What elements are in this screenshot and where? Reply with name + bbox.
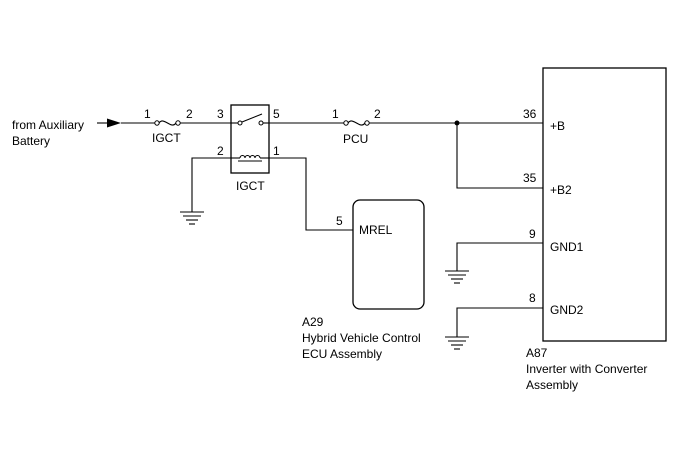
inverter-pin-9: 9	[529, 227, 536, 241]
ground-icon	[445, 270, 469, 284]
relay-coil-icon	[231, 154, 269, 162]
wire-relay-to-ecu	[269, 157, 353, 231]
fuse-pcu-label: PCU	[343, 132, 368, 146]
relay-igct-box	[230, 104, 270, 174]
relay-pin-3: 3	[217, 107, 224, 121]
inverter-terminal-plus-b2: +B2	[550, 183, 572, 197]
relay-switch-icon	[231, 113, 269, 126]
relay-pin-5: 5	[273, 107, 280, 121]
inverter-terminal-gnd2: GND2	[550, 303, 584, 317]
relay-pin-1: 1	[273, 144, 280, 158]
source-label-line1: from Auxiliary	[12, 118, 84, 132]
wire-relay-to-ground	[191, 157, 231, 212]
ecu-name-line1: Hybrid Vehicle Control	[302, 331, 421, 345]
ground-icon	[445, 336, 469, 350]
inverter-pin-8: 8	[529, 291, 536, 305]
ecu-box	[352, 199, 425, 310]
ecu-terminal-mrel: MREL	[359, 223, 393, 237]
ecu-code: A29	[302, 315, 324, 329]
inverter-terminal-plus-b: +B	[550, 119, 565, 133]
inverter-pin-35: 35	[523, 171, 537, 185]
fuse-igct-pin-out: 2	[186, 107, 193, 121]
wire-gnd1	[456, 242, 543, 271]
fuse-pcu-pin-in: 1	[332, 107, 339, 121]
inverter-box	[542, 67, 667, 342]
inverter-code: A87	[526, 346, 548, 360]
arrow-icon	[97, 118, 121, 128]
fuse-igct-pin-in: 1	[144, 107, 151, 121]
wire-junction-to-plus-b2	[456, 123, 543, 189]
fuse-igct	[154, 120, 181, 126]
wire-gnd2	[456, 307, 543, 337]
ecu-name-line2: ECU Assembly	[302, 347, 382, 361]
ground-icon	[180, 211, 204, 225]
fuse-igct-label: IGCT	[152, 131, 181, 145]
inverter-terminal-gnd1: GND1	[550, 240, 584, 254]
ecu-pin-5: 5	[336, 214, 343, 228]
fuse-pcu-pin-out: 2	[374, 107, 381, 121]
relay-pin-2: 2	[217, 144, 224, 158]
relay-igct-label: IGCT	[236, 179, 265, 193]
fuse-pcu	[343, 120, 370, 126]
inverter-name-line1: Inverter with Converter	[526, 362, 647, 376]
source-label-line2: Battery	[12, 134, 50, 148]
inverter-pin-36: 36	[523, 107, 537, 121]
inverter-name-line2: Assembly	[526, 378, 578, 392]
